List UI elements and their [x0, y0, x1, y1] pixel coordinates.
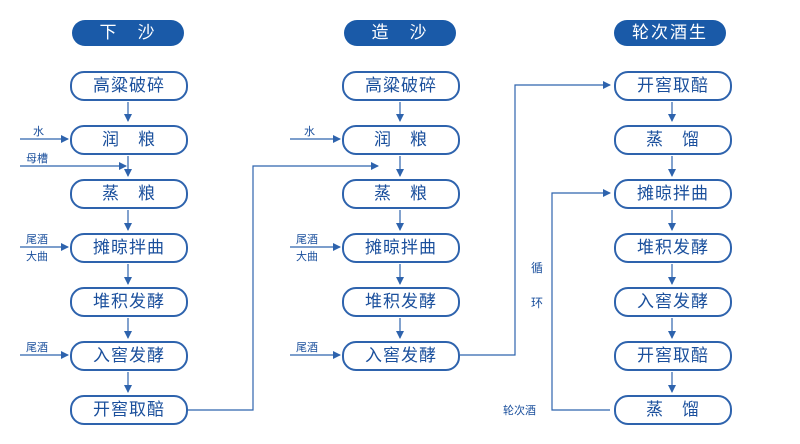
c3-step-open-cellar-2: 开窖取醅 — [614, 341, 732, 371]
c1-step-steam-grain: 蒸 粮 — [70, 179, 188, 209]
connector-c1-to-c2 — [188, 162, 379, 411]
c1-step-stack-ferment: 堆积发酵 — [70, 287, 188, 317]
label-tail-liquor-c2: 尾酒 — [296, 233, 318, 246]
label-round-liquor: 轮次酒 — [503, 404, 536, 417]
c2-step-cellar-ferment: 入窖发酵 — [342, 341, 460, 371]
label-mother-grain: 母槽 — [26, 152, 48, 165]
c3-step-open-cellar: 开窖取醅 — [614, 71, 732, 101]
c3-step-cellar-ferment: 入窖发酵 — [614, 287, 732, 317]
column-header-lunci: 轮次酒生 — [614, 20, 726, 46]
label-cycle-char1: 循 — [531, 261, 544, 275]
c1-step-cellar-ferment: 入窖发酵 — [70, 341, 188, 371]
c1-step-cool-mix-qu: 摊晾拌曲 — [70, 233, 188, 263]
c3-step-distill: 蒸 馏 — [614, 125, 732, 155]
label-cycle-char2: 环 — [531, 296, 544, 310]
c3-step-distill-2: 蒸 馏 — [614, 395, 732, 425]
label-water-c2: 水 — [304, 125, 315, 138]
c2-step-crush-sorghum: 高粱破碎 — [342, 71, 460, 101]
label-tail-liquor-c2b: 尾酒 — [296, 341, 318, 354]
label-tail-liquor-c1: 尾酒 — [26, 233, 48, 246]
c2-step-stack-ferment: 堆积发酵 — [342, 287, 460, 317]
c2-step-moisten-grain: 润 粮 — [342, 125, 460, 155]
label-water-c1: 水 — [33, 125, 44, 138]
column-header-xiasha: 下 沙 — [72, 20, 184, 46]
connector-c2-to-c3 — [460, 81, 611, 356]
c1-step-crush-sorghum: 高粱破碎 — [70, 71, 188, 101]
c1-step-moisten-grain: 润 粮 — [70, 125, 188, 155]
label-daqu-c2: 大曲 — [296, 250, 318, 263]
c3-step-cool-mix-qu: 摊晾拌曲 — [614, 179, 732, 209]
c1-step-open-cellar: 开窖取醅 — [70, 395, 188, 425]
c2-step-steam-grain: 蒸 粮 — [342, 179, 460, 209]
column-header-zaosha: 造 沙 — [344, 20, 456, 46]
label-daqu-c1: 大曲 — [26, 250, 48, 263]
c3-step-stack-ferment: 堆积发酵 — [614, 233, 732, 263]
connector-cycle-loop — [551, 189, 611, 411]
c2-step-cool-mix-qu: 摊晾拌曲 — [342, 233, 460, 263]
label-tail-liquor-c1b: 尾酒 — [26, 341, 48, 354]
